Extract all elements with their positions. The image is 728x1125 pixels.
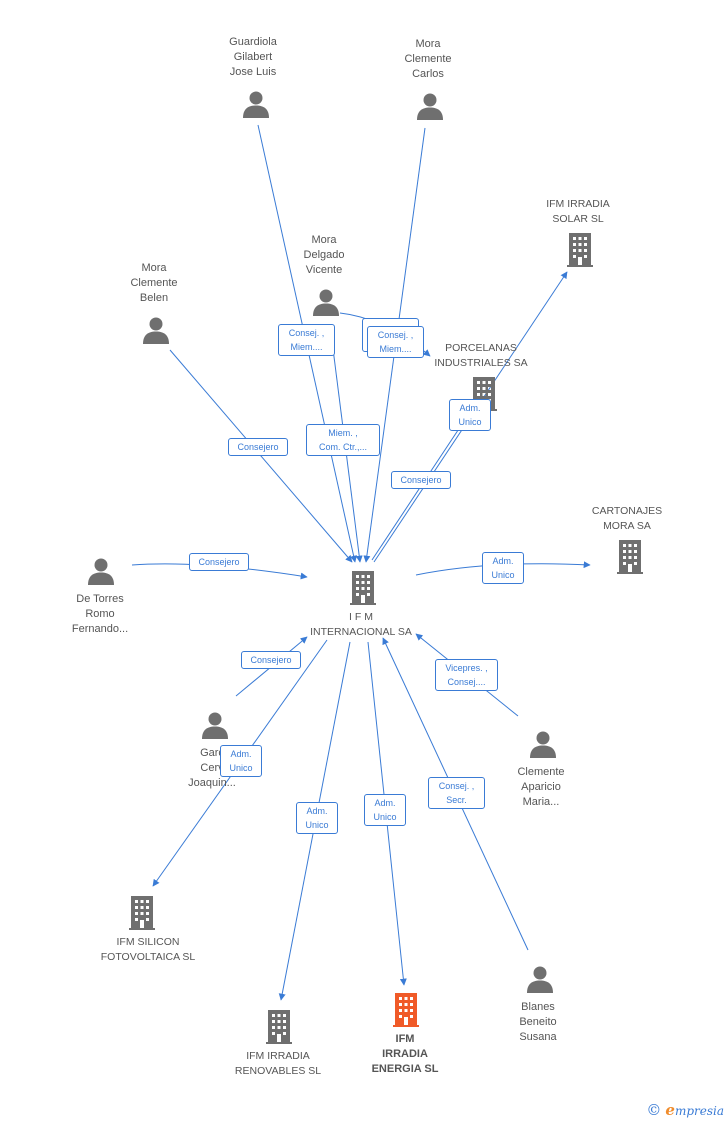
person-label-guardiola[interactable]: Guardiola Gilabert Jose Luis — [229, 36, 277, 78]
relation-tag-miem-com-ctr[interactable]: Miem. , Com. Ctr.,... — [306, 424, 380, 456]
building-icon-renovables[interactable] — [266, 1010, 292, 1044]
person-label-clemente-maria[interactable]: Clemente Aparicio Maria... — [517, 766, 565, 808]
person-icon-blanes[interactable] — [527, 966, 553, 994]
relation-tag-consejero-porcelanas[interactable]: Consejero — [391, 471, 451, 489]
building-icon-solar[interactable] — [567, 233, 593, 267]
edge-mora-belen — [169, 349, 353, 563]
relation-tag-consejero-detorres[interactable]: Consejero — [189, 553, 249, 571]
relation-tag-adm-unico-cartonajes[interactable]: Adm. Unico — [482, 552, 524, 584]
relation-tag-vicepres[interactable]: Vicepres. , Consej.... — [435, 659, 498, 691]
company-label-renovables[interactable]: IFM IRRADIA RENOVABLES SL — [234, 1050, 322, 1077]
person-icon-clemente-maria[interactable] — [530, 731, 556, 759]
person-label-mora-belen[interactable]: Mora Clemente Belen — [130, 262, 178, 304]
person-label-mora-vicente[interactable]: Mora Delgado Vicente — [303, 234, 345, 276]
person-label-blanes[interactable]: Blanes Beneito Susana — [519, 1001, 557, 1043]
person-icon-mora-belen[interactable] — [143, 317, 169, 345]
copyright-icon: © — [646, 1101, 662, 1119]
person-icon-mora-carlos[interactable] — [417, 93, 443, 121]
person-label-garcia[interactable]: Garc Cerv Joaquin... — [188, 747, 236, 789]
person-icon-mora-vicente[interactable] — [313, 289, 339, 317]
brand-name: mpresia — [674, 1104, 724, 1118]
person-icon-de-torres[interactable] — [88, 558, 114, 586]
building-icon-cartonajes[interactable] — [617, 540, 643, 574]
relation-tag-consejero-belen[interactable]: Consejero — [228, 438, 288, 456]
company-label-energia[interactable]: IFM IRRADIA ENERGIA SL — [371, 1033, 439, 1075]
person-icon-garcia[interactable] — [202, 712, 228, 740]
building-icon-center[interactable] — [350, 571, 376, 605]
relation-tag-consejero-garcia[interactable]: Consejero — [241, 651, 301, 669]
relation-tag-consej-secr[interactable]: Consej. , Secr. — [428, 777, 485, 809]
empresia-watermark: ©empresia — [646, 1101, 724, 1119]
company-label-silicon[interactable]: IFM SILICON FOTOVOLTAICA SL — [100, 936, 196, 963]
person-icon-guardiola[interactable] — [243, 91, 269, 119]
brand-initial: e — [665, 1101, 675, 1119]
company-label-center[interactable]: I F M INTERNACIONAL SA — [310, 611, 412, 638]
person-nodes — [88, 91, 556, 994]
relation-tag-adm-unico-energia[interactable]: Adm. Unico — [364, 794, 406, 826]
relation-tag-adm-unico-renovables[interactable]: Adm. Unico — [296, 802, 338, 834]
relation-tag-adm-unico-solar[interactable]: Adm. Unico — [449, 399, 491, 431]
relation-tag-consej-miem-2[interactable]: Consej. , Miem.... — [367, 326, 424, 358]
building-icon-energia[interactable] — [393, 993, 419, 1027]
relation-tag-adm-unico-silicon[interactable]: Adm. Unico — [220, 745, 262, 777]
person-label-mora-carlos[interactable]: Mora Clemente Carlos — [404, 38, 452, 80]
building-icon-silicon[interactable] — [129, 896, 155, 930]
company-label-porcelanas[interactable]: PORCELANAS INDUSTRIALES SA — [434, 342, 528, 369]
company-label-solar[interactable]: IFM IRRADIA SOLAR SL — [546, 198, 610, 225]
company-label-cartonajes[interactable]: CARTONAJES MORA SA — [591, 505, 663, 532]
person-label-de-torres[interactable]: De Torres Romo Fernando... — [71, 593, 129, 635]
relation-tag-consej-miem[interactable]: Consej. , Miem.... — [278, 324, 335, 356]
